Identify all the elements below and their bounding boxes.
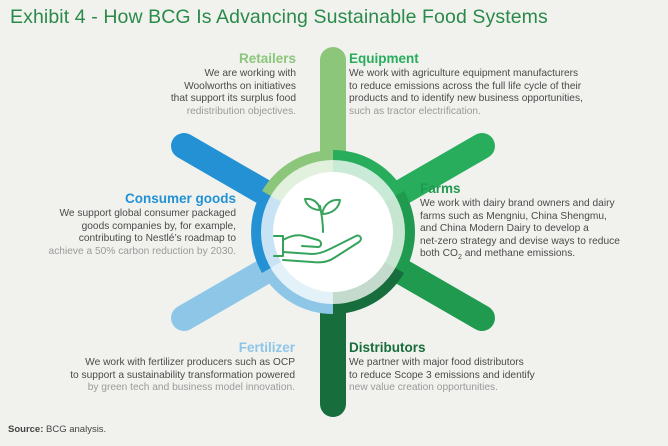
consumer-goods-text-line: We support global consumer packaged (59, 208, 236, 219)
hub-circle (261, 160, 405, 304)
retailers-text-line: We are working with (204, 68, 296, 79)
exhibit-title: Exhibit 4 - How BCG Is Advancing Sustain… (10, 6, 548, 28)
farms-text-line: farms such as Mengniu, China Shengmu, (420, 210, 607, 222)
retailers-text-line: Woolworths on initiatives (184, 80, 296, 92)
retailers-label: Retailers (238, 51, 296, 66)
fertilizer-text-line: by green tech and business model innovat… (87, 382, 295, 394)
retailers-text-line: redistribution objectives. (186, 105, 296, 117)
farms-text-fragment: both CO (420, 248, 458, 260)
consumer-goods-block: Consumer goods We support global consume… (49, 191, 236, 258)
farms-text-line: and China Modern Dairy to develop a (420, 223, 589, 235)
fertilizer-text-line: We work with fertilizer producers such a… (85, 357, 295, 368)
equipment-text-line: such as tractor electrification. (349, 105, 481, 117)
equipment-text-line: products and to identify new business op… (349, 93, 583, 105)
farms-label: Farms (420, 181, 461, 196)
equipment-text-line: to reduce emissions across the full life… (349, 80, 582, 92)
farms-text-subscript: 2 (457, 254, 462, 262)
source-note: Source: BCG analysis. (8, 424, 106, 435)
retailers-text-line: that support its surplus food (170, 93, 296, 105)
farms-block: Farms We work with dairy brand owners an… (420, 181, 620, 265)
equipment-text-line: We work with agriculture equipment manuf… (349, 68, 579, 79)
consumer-goods-text-line: goods companies by, for example, (81, 220, 236, 232)
equipment-label: Equipment (349, 51, 419, 66)
distributors-text-line: We partner with major food distributors (349, 357, 524, 368)
fertilizer-label: Fertilizer (238, 340, 295, 355)
retailers-arm (320, 47, 346, 183)
sprouting-plant-in-hand-icon (273, 197, 362, 264)
equipment-block: Equipment We work with agriculture equip… (349, 51, 583, 118)
farms-text-line: net-zero strategy and devise ways to red… (420, 235, 620, 247)
fertilizer-text-line: to support a sustainability transformati… (70, 369, 295, 381)
consumer-goods-text-line: contributing to Nestlé’s roadmap to (78, 233, 236, 245)
fertilizer-block: Fertilizer We work with fertilizer produ… (70, 340, 295, 395)
farms-text-line: both CO2 and methane emissions. (420, 248, 620, 265)
distributors-arm (320, 281, 346, 417)
farms-text-line: We work with dairy brand owners and dair… (420, 198, 615, 209)
source-text: BCG analysis. (43, 424, 107, 435)
consumer-goods-label: Consumer goods (124, 191, 236, 206)
distributors-block: Distributors We partner with major food … (349, 340, 535, 395)
distributors-label: Distributors (349, 340, 426, 355)
farms-text-fragment: and methane emissions. (461, 248, 576, 260)
source-label: Source: (8, 424, 44, 435)
distributors-text-line: to reduce Scope 3 emissions and identify (349, 369, 535, 381)
distributors-text-line: new value creation opportunities. (349, 382, 498, 394)
retailers-block: Retailers We are working with Woolworths… (171, 51, 296, 118)
consumer-goods-text-line: achieve a 50% carbon reduction by 2030. (48, 245, 236, 257)
